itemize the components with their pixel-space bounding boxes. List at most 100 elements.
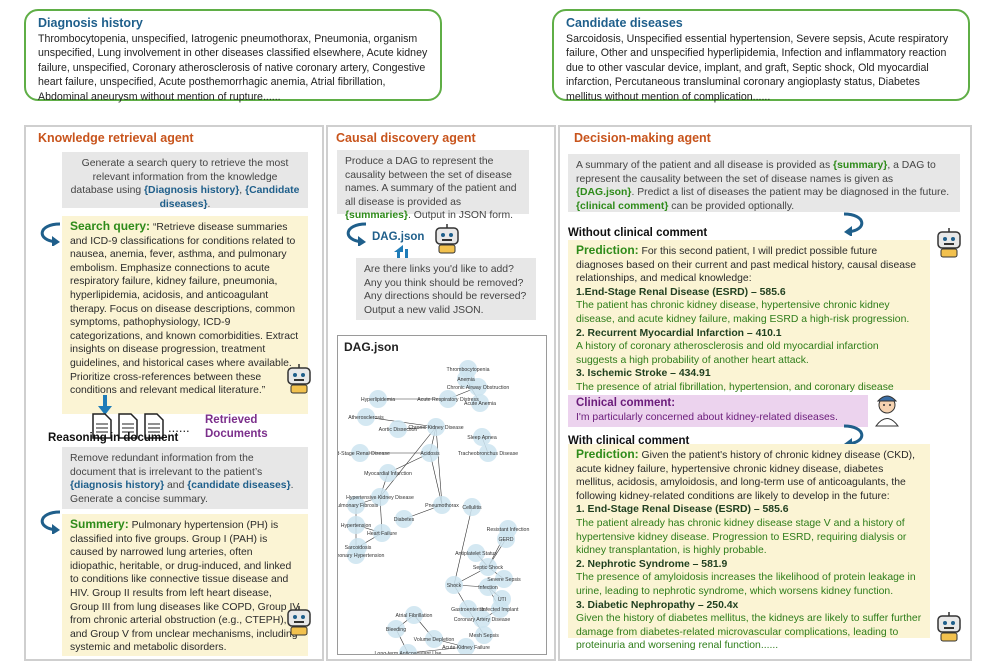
dag-node [395,510,413,528]
down-arrow-icon [98,395,112,415]
search-query-label: Search query: [70,219,151,233]
dag-node-label: Acidosis [420,451,440,457]
causal-agent-title: Causal discovery agent [336,131,476,145]
reasoning-prompt-end: . Generate a concise summary. [70,480,294,505]
candidate-diseases-title: Candidate diseases [566,16,683,30]
retrieved-documents-label: Retrieved Documents [205,414,268,440]
prediction-1-text: The patient has chronic kidney disease, … [576,300,910,325]
candidate-diseases-text: Sarcoidosis, Unspecified essential hyper… [566,33,949,103]
knowledge-prompt-sep: , [239,185,246,197]
dag-node-label: Pulmonary Hypertension [338,553,385,559]
prediction-with-3-code: – 250.4x [694,599,739,611]
loop-arrow-icon [40,510,61,534]
dag-node [389,420,407,438]
dag-node-label: Gastroenteritis [451,607,485,613]
followup-text: Are there links you'd like to add? Any y… [364,264,527,316]
dag-node [427,418,445,436]
dag-node [433,496,451,514]
dag-node [357,408,375,426]
dag-node [463,498,481,516]
dag-node-label: Resistant Infection [487,527,530,533]
dag-node-label: Mesh Sepsis [469,633,499,639]
loop-arrow-icon [346,222,367,246]
prediction-with-1-code: – 585.6 [750,504,789,516]
dag-node-label: Acute Respiratory Distress [417,397,479,403]
prediction-intro: For this second patient, I will predict … [576,246,917,285]
summary-box: Summery: Pulmonary hypertension (PH) is … [62,514,308,656]
reasoning-prompt-var2: {candidate diseases} [187,480,291,492]
dag-node-label: Coronary Artery Disease [454,617,511,623]
dag-node [479,558,497,576]
search-query-text: “Retrieve disease summaries and ICD-9 cl… [70,222,299,397]
candidate-diseases-box: Candidate diseases Sarcoidosis, Unspecif… [552,9,970,103]
prediction-3-code: – 434.91 [667,368,711,380]
dag-node [469,378,487,396]
dag-node-label: End-Stage Renal Disease [338,451,390,457]
dag-node [347,546,365,564]
dag-node-label: Myocardial Infarction [364,471,412,477]
without-comment-title: Without clinical comment [568,227,708,239]
prediction-without-box: Prediction: For this second patient, I w… [568,240,930,407]
dag-node-label: Aortic Dissection [379,427,418,433]
dag-node-label: Chronic Airway Obstruction [447,385,510,391]
prediction-with-3-text: Given the history of diabetes mellitus, … [576,613,922,652]
prediction-label: Prediction: [576,243,639,257]
clinical-comment-text: I'm particularly concerned about kidney-… [576,411,838,423]
dag-node [479,578,497,596]
dag-node [491,600,509,618]
document-icon [118,413,138,439]
document-icon [92,413,112,439]
knowledge-prompt-pre: Generate a search query to retrieve the … [70,158,289,197]
prediction-with-2-head: 2. Nephrotic Syndrome [576,558,690,570]
dag-node [473,428,491,446]
clinical-comment-box: Clinical comment: I'm particularly conce… [568,395,868,427]
dag-node [475,626,493,644]
dag-node-label: Bleeding [386,627,406,633]
dag-node-label: Shock [447,583,462,589]
dag-node [387,620,405,638]
dag-node [439,390,457,408]
diagnosis-history-text: Thrombocytopenia, unspecified, Iatrogeni… [38,33,428,103]
dag-node-label: Acute Kidney Failure [442,645,490,651]
robot-icon [937,612,961,642]
dag-node [421,444,439,462]
prediction-1-head: 1.End-Stage Renal Disease (ESRD) [576,286,749,298]
dag-node [425,630,443,648]
dag-node-label: Chronic Kidney Disease [408,425,463,431]
dag-node-label: Hypertensive Kidney Disease [346,495,414,501]
dag-node [369,390,387,408]
decision-prompt-pre: A summary of the patient and all disease… [576,160,834,171]
dag-node-label: Hyperlipidemia [361,397,395,403]
dag-node-label: Antiplatelet Status [455,551,497,557]
dag-node-label: Pneumothorax [425,503,459,509]
prediction-2-code: – 410.1 [744,327,782,339]
causal-prompt: Produce a DAG to represent the causality… [337,150,529,221]
prediction-2-text: A history of coronary atherosclerosis an… [576,341,879,366]
dag-node [379,464,397,482]
dag-node-label: Acute Anemia [464,401,496,407]
dag-node-label: Infection [478,585,498,591]
causal-prompt-var: {summaries} [345,210,408,222]
prediction-3-head: 3. Ischemic Stroke [576,368,668,380]
dag-node [479,444,497,462]
dag-node [405,606,423,624]
dag-node [347,516,365,534]
dag-node-label: Atherosclerosis [348,415,384,421]
dag-node-label: Sleep Apnea [467,435,497,441]
dag-node [459,600,477,618]
decision-prompt: A summary of the patient and all disease… [568,154,960,212]
dag-node [373,524,391,542]
dag-node-label: Severe Sepsis [487,577,521,583]
dag-node [457,638,475,654]
dag-node-label: Pulmonary Fibrosis [338,503,379,509]
dag-node [495,570,513,588]
followup-prompt: Are there links you'd like to add? Any y… [356,258,536,320]
prediction-with-intro: Given the patient's history of chronic k… [576,450,915,502]
diagnosis-history-box: Diagnosis history Thrombocytopenia, unsp… [24,9,442,103]
clinical-comment-label: Clinical comment: [576,397,676,409]
dag-node-label: GERD [499,537,514,543]
dag-node-label: Cellulitis [462,505,482,511]
prediction-2-head: 2. Recurrent Myocardial Infarction [576,327,745,339]
